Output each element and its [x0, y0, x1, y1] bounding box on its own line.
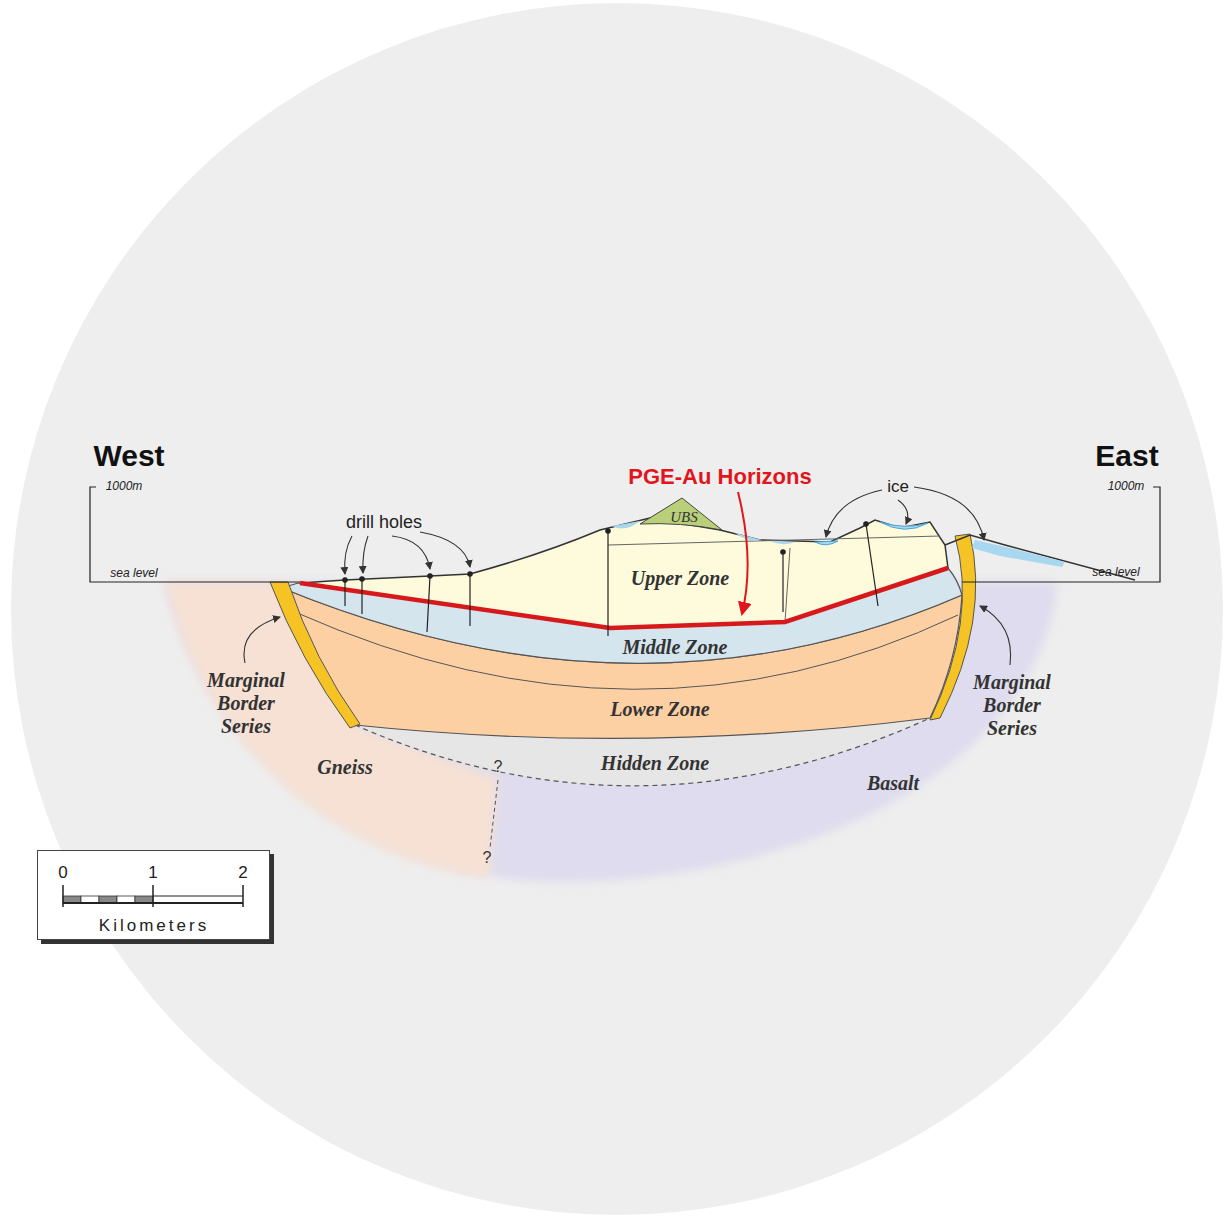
scale-number: 0 — [58, 864, 67, 883]
query-mark: ? — [494, 758, 503, 776]
direction-label: West — [93, 439, 164, 474]
zone-label: Middle Zone — [623, 636, 728, 659]
rock-label: Gneiss — [317, 756, 373, 779]
scale-bar-box: 0 1 2Kilometers — [37, 850, 270, 940]
direction-label: East — [1095, 439, 1158, 474]
unit-label: UBS — [670, 509, 698, 526]
zone-label: Marginal Border Series — [962, 671, 1062, 740]
scale-number: 2 — [238, 864, 247, 883]
rock-label: Basalt — [867, 772, 919, 795]
zone-label: Lower Zone — [610, 698, 709, 721]
zone-label: Marginal Border Series — [196, 669, 296, 738]
scale-number: 1 — [148, 864, 157, 883]
query-mark: ? — [483, 849, 492, 867]
zone-label: Upper Zone — [631, 567, 729, 590]
sea-level-label: sea level — [1092, 566, 1139, 580]
horizon-callout: PGE-Au Horizons — [628, 464, 811, 489]
elevation-label: 1000m — [1108, 480, 1145, 494]
sea-level-label: sea level — [110, 567, 157, 581]
elevation-label: 1000m — [106, 480, 143, 494]
callout-label: drill holes — [346, 512, 422, 533]
callout-label: ice — [887, 477, 909, 497]
zone-label: Hidden Zone — [601, 752, 709, 775]
scale-unit: Kilometers — [99, 917, 209, 936]
